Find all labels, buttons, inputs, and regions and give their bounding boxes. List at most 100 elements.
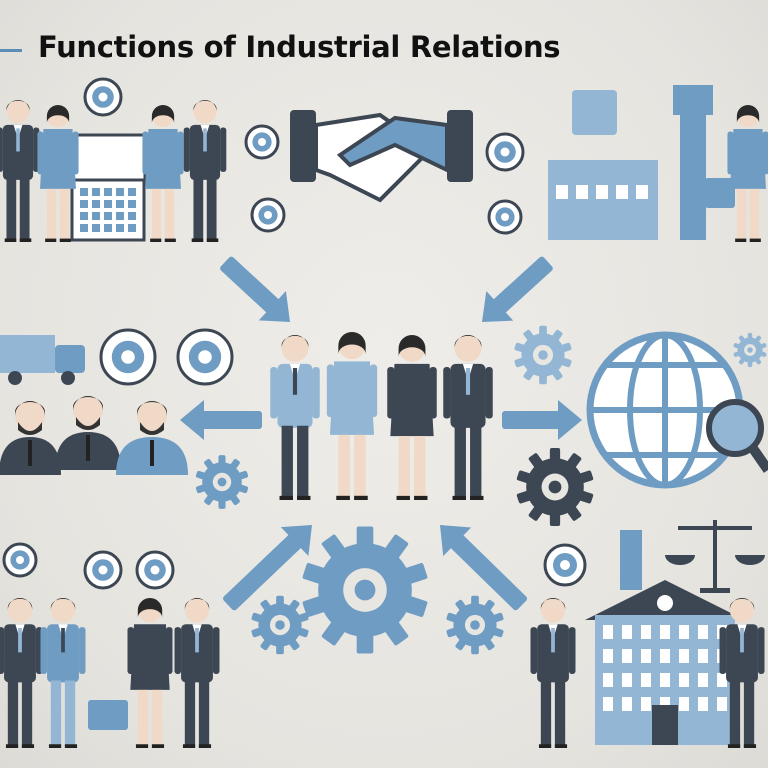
person-bust-icon: [55, 396, 121, 470]
window: [660, 649, 670, 663]
person-man: [174, 598, 220, 748]
circle-badge-icon: [244, 124, 280, 160]
person-woman: [387, 335, 437, 500]
person-woman: [142, 105, 184, 242]
window: [717, 697, 727, 711]
person-man: [40, 598, 86, 748]
window: [679, 649, 689, 663]
window: [603, 673, 613, 687]
window: [622, 625, 632, 639]
person-man: [530, 598, 576, 748]
window: [660, 697, 670, 711]
window: [636, 185, 648, 199]
window: [596, 185, 608, 199]
person-woman: [37, 104, 79, 242]
grid-cell: [92, 224, 100, 232]
person-man: [0, 100, 40, 242]
grid-cell: [80, 224, 88, 232]
magnifier-icon: [706, 399, 768, 473]
person-woman: [326, 332, 378, 500]
gear-icon: [514, 325, 572, 385]
window: [679, 697, 689, 711]
window: [641, 649, 651, 663]
person-man: [270, 335, 320, 500]
gear-icon: [733, 332, 767, 368]
grid-cell: [92, 200, 100, 208]
circle-badge-icon: [83, 77, 123, 117]
circle-badge-icon: [2, 542, 38, 578]
circle-badge-icon: [543, 543, 587, 587]
grid-cell: [80, 200, 88, 208]
circle-badge-icon: [176, 328, 234, 386]
grid-cell: [104, 188, 112, 196]
window: [603, 697, 613, 711]
scales-of-justice-icon: [665, 520, 765, 593]
grid-cell: [104, 224, 112, 232]
grid-cell: [80, 188, 88, 196]
window: [698, 649, 708, 663]
grid-cell: [104, 212, 112, 220]
grid-cell: [92, 212, 100, 220]
person-woman: [127, 598, 173, 748]
grid-cell: [128, 200, 136, 208]
gear-icon: [516, 447, 594, 527]
window: [641, 625, 651, 639]
arrow-right: [502, 400, 582, 440]
grid-cell: [116, 224, 124, 232]
window: [641, 697, 651, 711]
window: [622, 697, 632, 711]
window: [556, 185, 568, 199]
globe-icon: [586, 331, 744, 489]
person-bust-icon: [116, 401, 188, 475]
title-accent-line: [0, 49, 22, 52]
grid-cell: [128, 188, 136, 196]
window: [698, 697, 708, 711]
grid-cell: [80, 212, 88, 220]
circle-badge-icon: [250, 197, 286, 233]
person-man: [719, 598, 765, 748]
window: [576, 185, 588, 199]
desk-computer-icon: [68, 133, 147, 242]
grid-cell: [92, 188, 100, 196]
grid-cell: [116, 200, 124, 208]
small-gear-icon: [446, 595, 504, 655]
window: [660, 625, 670, 639]
circle-badge-icon: [99, 328, 157, 386]
arrow-bottom-left: [223, 525, 313, 611]
briefcase-icon: [88, 700, 128, 730]
person-bust-icon: [0, 401, 61, 475]
circle-badge-icon: [485, 132, 525, 172]
briefcase-icon: [705, 178, 735, 208]
window: [641, 673, 651, 687]
small-gear-icon: [251, 595, 309, 655]
arrow-bottom-right: [440, 525, 528, 611]
window: [603, 625, 613, 639]
window: [603, 649, 613, 663]
circle-badge-icon: [83, 550, 123, 590]
window: [698, 625, 708, 639]
window: [679, 625, 689, 639]
person-man: [0, 598, 43, 748]
grid-cell: [128, 224, 136, 232]
window: [679, 673, 689, 687]
grid-cell: [104, 200, 112, 208]
person-man: [443, 335, 493, 500]
gear-icon: [195, 455, 249, 509]
arrow-to-center-top-right: [482, 256, 553, 322]
window: [622, 649, 632, 663]
center-gear-icon: [302, 526, 428, 654]
page-title: Functions of Industrial Relations: [38, 30, 561, 64]
window: [698, 673, 708, 687]
handshake-icon: [290, 110, 473, 203]
office-building-icon: [585, 530, 745, 745]
grid-cell: [116, 188, 124, 196]
window: [622, 673, 632, 687]
window: [660, 673, 670, 687]
person-man: [183, 99, 227, 242]
factory-icon: [548, 85, 713, 240]
circle-badge-icon: [135, 550, 175, 590]
circle-badge-icon: [487, 199, 523, 235]
arrow-to-center-top-left: [220, 256, 290, 322]
window: [616, 185, 628, 199]
